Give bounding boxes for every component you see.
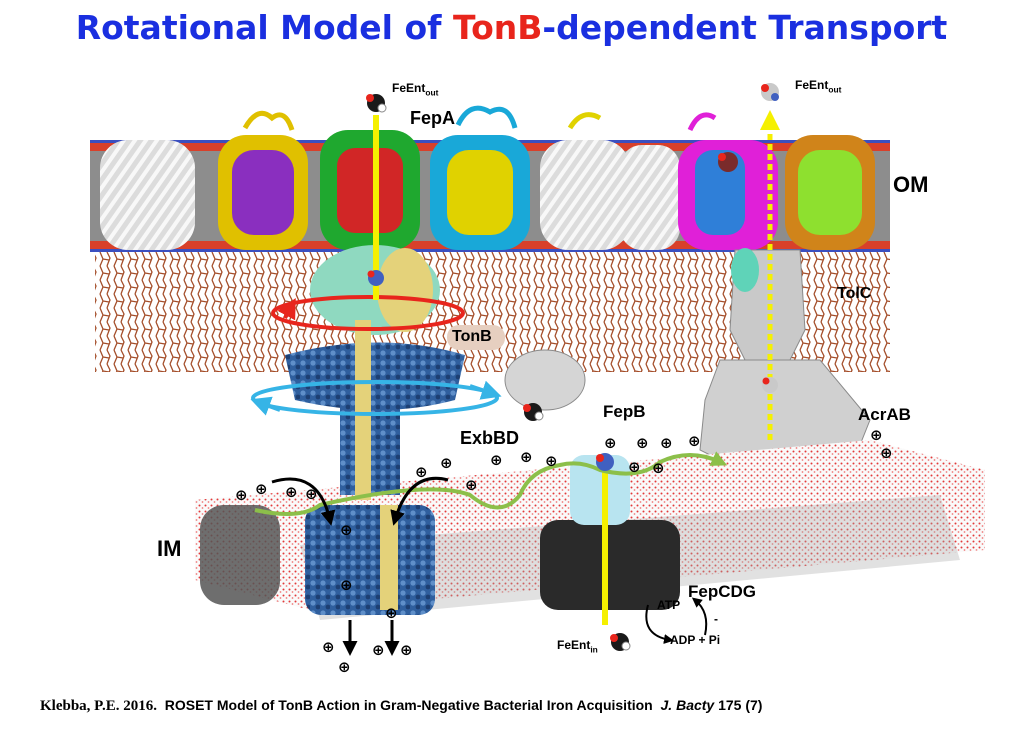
proton-plus-icon: ⊕ xyxy=(660,434,673,452)
proton-plus-icon: ⊕ xyxy=(628,458,641,476)
proton-plus-icon: ⊕ xyxy=(440,454,453,472)
title-highlight: TonB xyxy=(452,8,543,47)
om-barrel-proteins xyxy=(100,105,875,250)
im-protein-left xyxy=(200,505,280,605)
proton-plus-icon: ⊕ xyxy=(688,432,701,450)
feent-molecule-icon xyxy=(366,94,387,113)
proton-plus-icon: ⊕ xyxy=(340,576,353,594)
proton-plus-icon: ⊕ xyxy=(465,476,478,494)
page-title: Rotational Model of TonB-dependent Trans… xyxy=(0,8,1023,47)
feent-molecule-icon xyxy=(367,270,384,286)
citation-journal: J. Bacty xyxy=(660,697,715,713)
title-part1: Rotational Model of xyxy=(75,8,453,47)
proton-plus-icon: ⊕ xyxy=(604,434,617,452)
fepcdg-label: FepCDG xyxy=(688,582,756,601)
proton-flow-arrows xyxy=(271,476,708,656)
proton-plus-icon: ⊕ xyxy=(415,463,428,481)
atp-label: ATP xyxy=(657,598,681,612)
proton-plus-icon: ⊕ xyxy=(880,444,893,462)
barrel-gray-3 xyxy=(620,145,680,250)
feent-out-left-label: FeEntout xyxy=(392,81,439,98)
citation-author: Klebba, P.E. 2016. xyxy=(40,698,157,714)
proton-symbols: ⊕ ⊕ ⊕ ⊕ ⊕ ⊕ ⊕ ⊕ ⊕ ⊕ ⊕ ⊕ ⊕ ⊕ ⊕ ⊕ ⊕ ⊕ ⊕ ⊕ … xyxy=(235,426,893,676)
citation-title: ROSET Model of TonB Action in Gram-Negat… xyxy=(164,697,653,713)
proton-plus-icon: ⊕ xyxy=(385,604,398,622)
proton-plus-icon: ⊕ xyxy=(490,451,503,469)
fepa-label: FepA xyxy=(410,108,455,128)
rotation-ring-red xyxy=(271,295,465,331)
proton-plus-icon: ⊕ xyxy=(235,486,248,504)
red-ring-arrow xyxy=(277,297,296,321)
fepb-protein xyxy=(504,349,586,411)
exbbd-tonb-complex xyxy=(285,245,465,615)
citation: Klebba, P.E. 2016. ROSET Model of TonB A… xyxy=(40,697,762,715)
om-label: OM xyxy=(893,172,929,197)
minus-label: - xyxy=(714,612,718,626)
proton-plus-icon: ⊕ xyxy=(870,426,883,444)
proton-plus-icon: ⊕ xyxy=(322,638,335,656)
feent-molecule-icon xyxy=(523,403,544,421)
barrel-gray-2 xyxy=(540,140,630,250)
proton-plus-icon: ⊕ xyxy=(545,452,558,470)
title-part2: -dependent Transport xyxy=(542,8,948,47)
feent-molecule-icon xyxy=(610,633,631,651)
proton-plus-icon: ⊕ xyxy=(338,658,351,676)
proton-plus-icon: ⊕ xyxy=(255,480,268,498)
tonb-label-bubble xyxy=(447,325,505,350)
feent-molecule-icon xyxy=(596,453,614,471)
feent-molecule-icon xyxy=(762,377,778,393)
proton-plus-icon: ⊕ xyxy=(340,521,353,539)
feent-out-right-label: FeEntout xyxy=(795,78,842,95)
cyan-ring-arrow-left xyxy=(250,396,281,416)
im-label: IM xyxy=(157,536,182,561)
feent-in-label: FeEntin xyxy=(557,638,598,655)
proton-plus-icon: ⊕ xyxy=(520,448,533,466)
feent-molecules xyxy=(366,83,779,651)
proton-plus-icon: ⊕ xyxy=(305,485,318,503)
proton-plus-icon: ⊕ xyxy=(285,483,298,501)
tonb-label: TonB xyxy=(452,328,492,345)
feent-molecule-icon xyxy=(761,83,779,101)
proton-plus-icon: ⊕ xyxy=(636,434,649,452)
proton-plus-icon: ⊕ xyxy=(372,641,385,659)
tolc-label: TolC xyxy=(837,285,872,302)
feent-molecule-icon xyxy=(718,152,738,172)
barrel-gray-1 xyxy=(100,140,195,250)
adp-label: ADP + Pi xyxy=(670,633,721,647)
proton-plus-icon: ⊕ xyxy=(400,641,413,659)
exbbd-label: ExbBD xyxy=(460,428,520,448)
cyan-ring-arrow-right xyxy=(469,380,502,400)
citation-volume: 175 (7) xyxy=(718,697,763,713)
acrab-label: AcrAB xyxy=(858,405,911,424)
proton-gradient-path xyxy=(254,451,728,516)
proton-plus-icon: ⊕ xyxy=(652,459,665,477)
fepb-label: FepB xyxy=(603,402,646,421)
